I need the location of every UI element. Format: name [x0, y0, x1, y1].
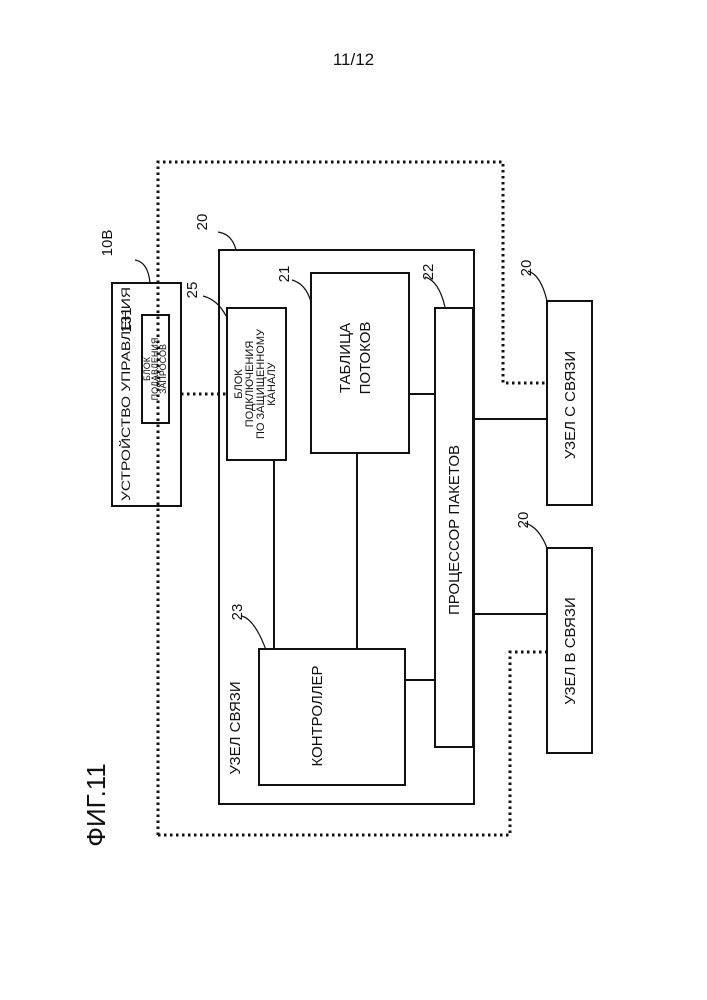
packet-processor-label: ПРОЦЕССОР ПАКЕТОВ	[446, 445, 463, 615]
request-block-line3: ЗАПРОСОВ	[158, 344, 168, 394]
flow-table-line1: ТАБЛИЦА	[337, 323, 354, 393]
node-b-ref: 20	[515, 512, 532, 529]
packet-processor-ref: 22	[420, 264, 437, 281]
request-block-ref: 131	[118, 307, 135, 332]
controller-box	[259, 649, 405, 785]
control-device-ref: 10B	[99, 230, 116, 257]
secure-block-ref: 25	[184, 282, 201, 299]
solid-links	[274, 394, 547, 680]
comm-node-label: УЗЕЛ СВЯЗИ	[227, 681, 244, 774]
dotted-links	[158, 162, 547, 835]
comm-node-ref: 20	[194, 214, 211, 231]
node-c-ref: 20	[518, 260, 535, 277]
figure-label: ФИГ.11	[81, 763, 111, 847]
flow-table-line2: ПОТОКОВ	[357, 322, 374, 395]
secure-block-line4: КАНАЛУ	[266, 361, 278, 405]
controller-label: КОНТРОЛЛЕР	[309, 665, 326, 766]
node-b-label: УЗЕЛ В СВЯЗИ	[562, 597, 579, 704]
control-link-node-b	[158, 652, 547, 835]
controller-ref: 23	[229, 604, 246, 621]
node-c-label: УЗЕЛ С СВЯЗИ	[562, 351, 579, 459]
flow-table-ref: 21	[276, 266, 293, 283]
control-link-node-c	[158, 162, 547, 835]
